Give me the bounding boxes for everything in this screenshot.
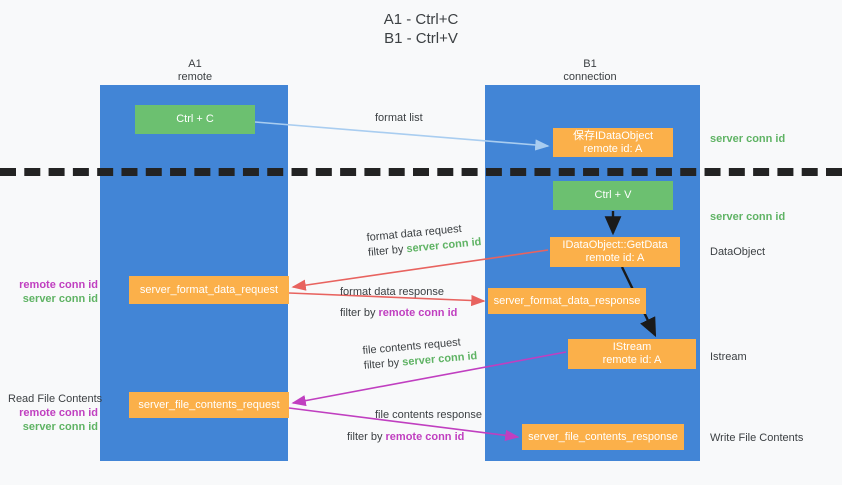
- filter-prefix: filter by: [363, 356, 403, 372]
- arrow-label-format-data-response: format data response filter by remote co…: [340, 285, 457, 321]
- label-read-file-contents: Read File Contents: [8, 393, 103, 405]
- label-dataobject: DataObject: [710, 246, 766, 258]
- box-server-file-contents-request[interactable]: server_file_contents_request: [129, 392, 289, 418]
- label-group-file-conn-ids: Read File Contents remote conn id server…: [8, 392, 103, 434]
- lane-a1-name: A1: [188, 58, 202, 70]
- filter-prefix: filter by: [367, 243, 408, 259]
- label-group-format-conn-ids: remote conn id server conn id: [8, 278, 98, 306]
- arrow-label-file-contents-response-text: file contents response: [375, 409, 483, 421]
- filter-prefix: filter by: [347, 431, 386, 443]
- filter-value-remote-conn-id: remote conn id: [385, 431, 465, 443]
- arrow-label-format-data-request: format data request filter by server con…: [366, 220, 482, 261]
- phase-divider: [0, 168, 842, 176]
- arrow-label-format-list-text: format list: [375, 112, 423, 124]
- label-write-file-contents: Write File Contents: [710, 432, 804, 444]
- box-server-format-data-response[interactable]: server_format_data_response: [488, 288, 646, 314]
- box-ctrl-c[interactable]: Ctrl + C: [135, 105, 255, 134]
- arrow-label-format-data-response-text: format data response: [340, 286, 444, 298]
- arrow-label-file-contents-request: file contents request filter by server c…: [362, 334, 478, 374]
- label-format-remote-conn-id: remote conn id: [19, 279, 98, 291]
- box-server-file-contents-response[interactable]: server_file_contents_response: [522, 424, 684, 450]
- lane-header-a1: A1 remote: [120, 58, 270, 84]
- box-idataobject-getdata[interactable]: IDataObject::GetData remote id: A: [550, 237, 680, 267]
- box-istream[interactable]: IStream remote id: A: [568, 339, 696, 369]
- arrow-label-file-contents-response: file contents response filter by remote …: [347, 408, 483, 445]
- lane-b1-name: B1: [583, 58, 597, 70]
- label-istream: Istream: [710, 351, 747, 363]
- page-title: A1 - Ctrl+C B1 - Ctrl+V: [383, 11, 459, 47]
- filter-prefix: filter by: [340, 307, 379, 319]
- label-format-server-conn-id: server conn id: [22, 293, 98, 305]
- box-server-format-data-request[interactable]: server_format_data_request: [129, 276, 289, 304]
- lane-b1-sub: connection: [563, 71, 617, 83]
- filter-value-remote-conn-id: remote conn id: [378, 307, 458, 319]
- label-file-remote-conn-id: remote conn id: [19, 407, 98, 419]
- box-save-idataobject[interactable]: 保存IDataObject remote id: A: [553, 128, 673, 157]
- arrow-label-format-list: format list: [375, 111, 423, 126]
- label-file-server-conn-id: server conn id: [22, 421, 98, 433]
- lane-header-b1: B1 connection: [515, 58, 665, 84]
- lane-a1-sub: remote: [177, 71, 213, 83]
- arrow-label-file-contents-response-filter: filter by remote conn id: [347, 430, 482, 445]
- box-ctrl-v[interactable]: Ctrl + V: [553, 181, 673, 210]
- arrow-label-format-data-response-filter: filter by remote conn id: [340, 306, 457, 321]
- label-server-conn-id-mid: server conn id: [710, 211, 786, 223]
- label-server-conn-id-top: server conn id: [710, 133, 786, 145]
